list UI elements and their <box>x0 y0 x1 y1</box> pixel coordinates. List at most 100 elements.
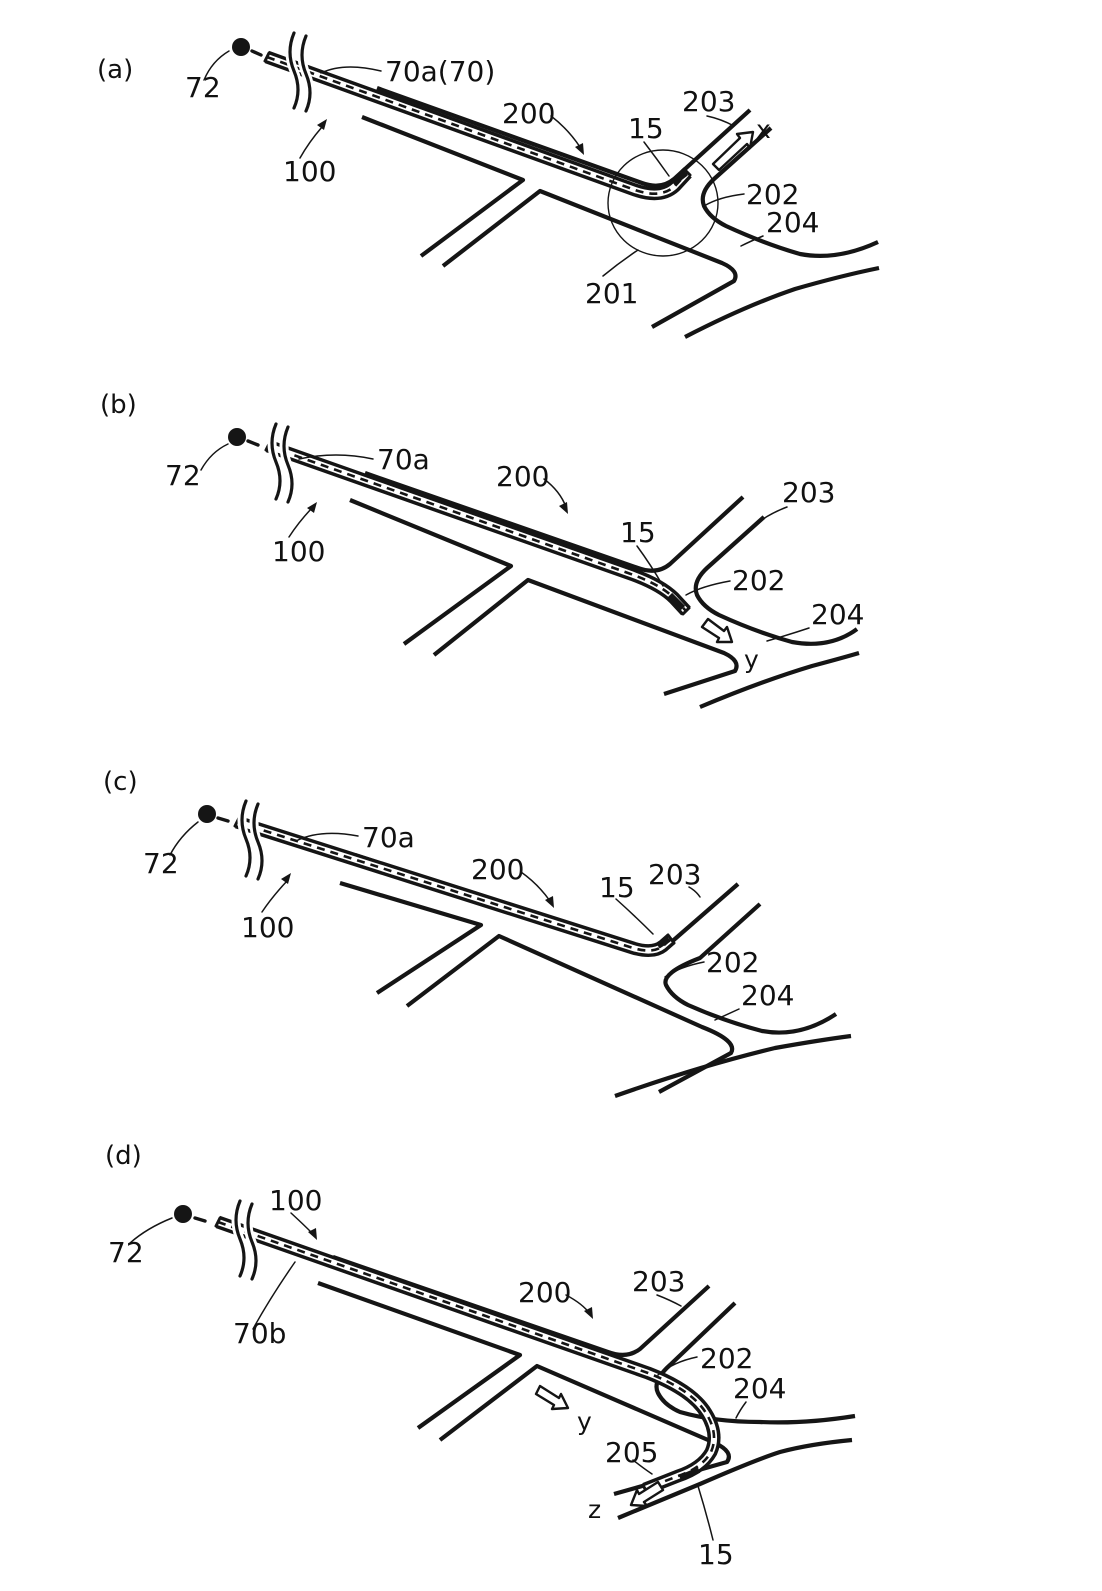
leader-204 <box>735 1401 747 1419</box>
leader-200-arrowhead <box>575 143 584 155</box>
leader-203 <box>756 506 788 524</box>
leader-100-arrowhead <box>317 119 327 130</box>
vessel-lower-wall-and-side-branch-wall <box>349 498 514 646</box>
guidewire-end-dot <box>228 428 246 446</box>
break-mark <box>282 425 294 504</box>
catheter-tip-marker <box>671 170 688 186</box>
dot-connector-dash <box>250 49 263 57</box>
leader-70b <box>252 1261 296 1330</box>
leader-202 <box>685 580 731 596</box>
label-202: 202 <box>706 946 759 979</box>
label-203: 203 <box>632 1265 685 1298</box>
label-202: 202 <box>746 178 799 211</box>
branch-right-wall-and-distal-upper-wall <box>663 902 838 1035</box>
label-70a: 70a(70) <box>385 55 495 88</box>
panel-b: (b) y 72 70a 100 200 15 2 <box>100 390 864 709</box>
leader-203 <box>706 115 735 127</box>
label-204: 204 <box>766 206 819 239</box>
leader-15 <box>636 545 664 587</box>
lower-branch-and-distal-lower-wall <box>617 1437 853 1520</box>
label-204: 204 <box>811 598 864 631</box>
direction-arrow-x <box>711 130 755 172</box>
break-mark <box>288 31 300 110</box>
label-205: 205 <box>605 1436 658 1469</box>
vessel-lower-wall-hairpin <box>405 933 735 1094</box>
vessel-lower-wall-and-side-branch-wall <box>317 1281 523 1430</box>
break-mark <box>270 422 282 501</box>
vessel-upper-wall <box>364 471 745 573</box>
guidewire-end-dot <box>232 38 250 56</box>
leader-200 <box>520 871 551 902</box>
leader-201 <box>602 249 639 277</box>
label-204: 204 <box>733 1372 786 1405</box>
label-15: 15 <box>698 1538 734 1571</box>
label-100: 100 <box>272 535 325 568</box>
catheter-tip-cap <box>666 933 676 945</box>
branch-right-wall-and-distal-upper-wall <box>700 126 879 258</box>
label-203: 203 <box>782 476 835 509</box>
leader-100-arrowhead <box>307 502 317 513</box>
distal-lower-wall <box>699 650 860 709</box>
leader-72 <box>200 443 229 471</box>
panel-tag: (b) <box>100 390 137 420</box>
vessel-lower-wall-and-side-branch-wall <box>339 880 484 995</box>
leader-200 <box>550 115 581 148</box>
branch-right-wall-and-distal-upper-wall <box>693 515 859 646</box>
leader-205 <box>632 1459 653 1475</box>
label-201: 201 <box>585 277 638 310</box>
catheter-tip-cap <box>681 606 691 616</box>
leader-200-arrowhead <box>584 1307 593 1319</box>
leader-203 <box>688 886 701 898</box>
leader-70a <box>320 66 382 74</box>
panel-a: (a) x <box>97 31 880 339</box>
leader-15 <box>643 141 670 177</box>
leader-200-arrowhead <box>559 502 568 514</box>
guidewire-end-dot <box>198 805 216 823</box>
label-204: 204 <box>741 979 794 1012</box>
break-mark <box>246 1202 258 1281</box>
direction-arrow-y <box>700 617 734 644</box>
label-100: 100 <box>269 1184 322 1217</box>
axis-label: z <box>588 1495 601 1524</box>
label-202: 202 <box>732 564 785 597</box>
vessel-lower-wall-and-side-branch-wall <box>361 115 526 258</box>
label-72: 72 <box>185 71 221 104</box>
label-200: 200 <box>502 97 555 130</box>
catheter-tip-marker <box>656 936 671 949</box>
leader-70a <box>298 454 374 460</box>
label-15: 15 <box>599 871 635 904</box>
catheter-lumen <box>265 54 690 197</box>
dot-connector-dash <box>193 1216 207 1223</box>
leader-202 <box>657 1356 698 1376</box>
leader-203 <box>656 1294 682 1307</box>
break-mark <box>300 34 312 113</box>
guidewire-dashed-line <box>217 1220 716 1491</box>
panel-tag: (a) <box>97 55 133 85</box>
axis-label: y <box>577 1407 592 1436</box>
vessel-lower-wall-hairpin <box>432 577 739 696</box>
panel-tag: (c) <box>103 767 138 797</box>
leader-204 <box>766 627 810 642</box>
label-70a: 70a <box>377 443 430 476</box>
leader-100 <box>299 126 323 159</box>
label-203: 203 <box>682 85 735 118</box>
leader-72 <box>169 821 199 856</box>
guidewire-end-dot <box>174 1205 192 1223</box>
break-mark <box>240 799 252 878</box>
break-mark <box>252 802 264 881</box>
leader-202 <box>664 961 705 978</box>
dot-connector-dash <box>216 816 230 823</box>
direction-arrow-y <box>534 1384 570 1411</box>
distal-lower-wall <box>684 265 880 339</box>
vessel-lower-wall-hairpin <box>441 188 738 329</box>
axis-label: y <box>744 645 759 674</box>
label-200: 200 <box>518 1276 571 1309</box>
axis-label: x <box>756 115 771 144</box>
catheter-tip-marker <box>667 592 686 611</box>
catheter-proximal-cap <box>214 1216 222 1228</box>
label-100: 100 <box>241 911 294 944</box>
label-15: 15 <box>620 516 656 549</box>
dot-connector-dash <box>246 439 260 447</box>
leader-15 <box>615 898 654 935</box>
